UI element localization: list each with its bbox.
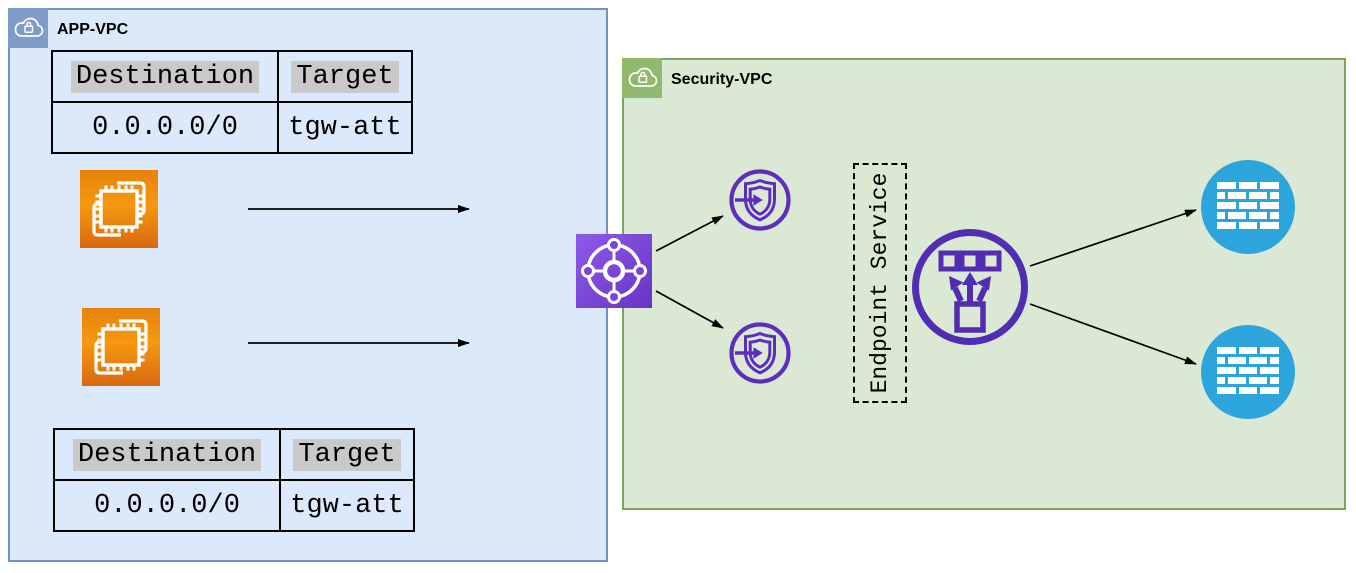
endpoint-service-box: Endpoint Service: [853, 163, 907, 403]
route-table-header-destination: Destination: [51, 50, 279, 103]
transit-gateway-icon: [576, 234, 652, 308]
security-vpc-container: Security-VPC Endpoint Service: [622, 58, 1346, 510]
ec2-instance-icon-2: [82, 308, 160, 386]
route-table-header-target: Target: [277, 50, 413, 103]
ec2-chip-glyph: [82, 308, 160, 386]
ec2-chip-glyph: [80, 170, 158, 248]
route-target-value: tgw-att: [277, 101, 413, 154]
security-vpc-badge: [622, 58, 662, 98]
route-table-header-destination: Destination: [53, 428, 281, 481]
endpoint-service-label: Endpoint Service: [867, 172, 893, 394]
firewall-icon-1: [1201, 160, 1295, 254]
firewall-icon-2: [1201, 325, 1295, 419]
vpc-endpoint-icon-1: [728, 168, 792, 232]
vpc-endpoint-icon-2: [728, 321, 792, 385]
cloud-lock-icon: [8, 8, 48, 48]
ec2-instance-icon-1: [80, 170, 158, 248]
app-vpc-container: APP-VPC Destination Target 0.0.0.0/0 tgw…: [8, 8, 608, 562]
transit-gateway-glyph: [576, 234, 652, 308]
cloud-lock-icon: [622, 58, 662, 98]
route-table-bottom: Destination Target 0.0.0.0/0 tgw-att: [53, 428, 415, 532]
route-target-value: tgw-att: [279, 479, 415, 532]
route-table-top: Destination Target 0.0.0.0/0 tgw-att: [51, 50, 413, 154]
app-vpc-badge: [8, 8, 48, 48]
route-table-header-target: Target: [279, 428, 415, 481]
route-destination-value: 0.0.0.0/0: [51, 101, 279, 154]
app-vpc-label: APP-VPC: [57, 21, 129, 38]
route-destination-value: 0.0.0.0/0: [53, 479, 281, 532]
security-vpc-label: Security-VPC: [671, 71, 773, 88]
gateway-load-balancer-icon: [908, 225, 1032, 349]
